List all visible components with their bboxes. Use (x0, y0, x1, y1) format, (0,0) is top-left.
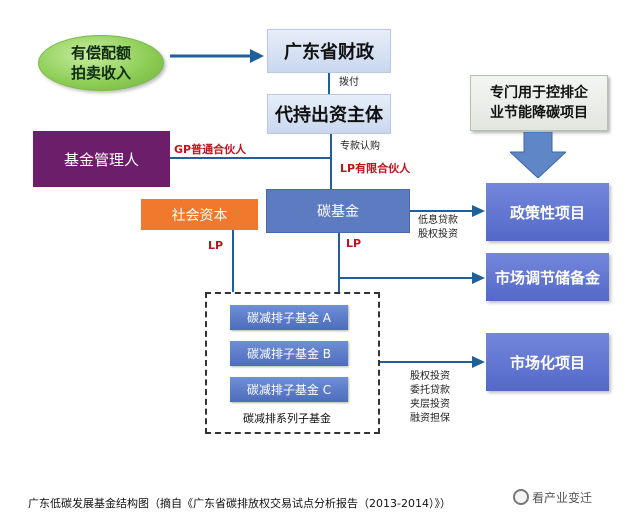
sub-fund-c-node: 碳减排子基金 C (230, 377, 348, 402)
wechat-logo-icon (513, 489, 529, 505)
market-investment-label: 股权投资 委托贷款 夹层投资 融资担保 (410, 371, 450, 424)
sub-fund-a-label: 碳减排子基金 A (246, 311, 332, 325)
sub-fund-group (205, 292, 380, 434)
arrow-to-reserve (339, 272, 485, 284)
paid-quota-auction-node: 有偿配额 拍卖收入 (38, 35, 164, 91)
market-projects-node: 市场化项目 (486, 333, 609, 391)
social-capital-label: 社会资本 (171, 207, 228, 224)
investor-carbon-line (330, 134, 332, 190)
provincial-finance-node: 广东省财政 (267, 29, 391, 73)
dedicated-projects-node: 专门用于控排企 业节能降碳项目 (470, 75, 608, 131)
provincial-finance-label: 广东省财政 (284, 42, 374, 63)
arrow-to-market-projects (380, 356, 485, 368)
market-reserve-label: 市场调节储备金 (494, 268, 600, 287)
sub-fund-b-node: 碳减排子基金 B (230, 341, 348, 366)
subscription-label: 专款认购 (340, 141, 380, 152)
investor-label: 代持出资主体 (275, 105, 383, 126)
sub-fund-c-label: 碳减排子基金 C (246, 383, 332, 397)
lp-left-label: LP (208, 239, 224, 252)
investor-node: 代持出资主体 (267, 94, 391, 134)
sub-fund-series-label: 碳减排系列子基金 (243, 412, 331, 425)
social-capital-node: 社会资本 (141, 199, 258, 230)
arrow-to-finance (170, 49, 264, 63)
fund-manager-node: 基金管理人 (33, 131, 170, 187)
policy-investment-label: 低息贷款 股权投资 (418, 215, 458, 240)
figure-caption: 广东低碳发展基金结构图（摘自《广东省碳排放权交易试点分析报告（2013-2014… (28, 497, 451, 510)
finance-investor-line (328, 73, 330, 94)
sub-fund-a-node: 碳减排子基金 A (230, 305, 348, 330)
lp-limited-label: LP有限合伙人 (340, 162, 411, 175)
social-capital-line (232, 230, 234, 292)
dedicated-projects-label: 专门用于控排企 业节能降碳项目 (490, 85, 588, 121)
arrow-to-policy (410, 205, 485, 217)
gp-line (170, 157, 331, 159)
policy-projects-node: 政策性项目 (486, 183, 609, 241)
carbon-down-line (338, 233, 340, 292)
carbon-fund-label: 碳基金 (317, 204, 359, 220)
paid-quota-label: 有偿配额 拍卖收入 (70, 44, 131, 82)
allocation-label: 拨付 (339, 77, 359, 88)
watermark: 看产业变迁 (532, 491, 593, 505)
gp-label: GP普通合伙人 (174, 143, 247, 156)
policy-projects-label: 政策性项目 (509, 203, 585, 222)
market-projects-label: 市场化项目 (509, 353, 585, 372)
fund-manager-label: 基金管理人 (63, 150, 139, 169)
sub-fund-b-label: 碳减排子基金 B (246, 347, 332, 361)
lp-center-label: LP (346, 237, 362, 250)
carbon-fund-node: 碳基金 (266, 189, 410, 233)
market-reserve-node: 市场调节储备金 (486, 253, 609, 301)
dedicated-down-arrow (510, 132, 566, 178)
